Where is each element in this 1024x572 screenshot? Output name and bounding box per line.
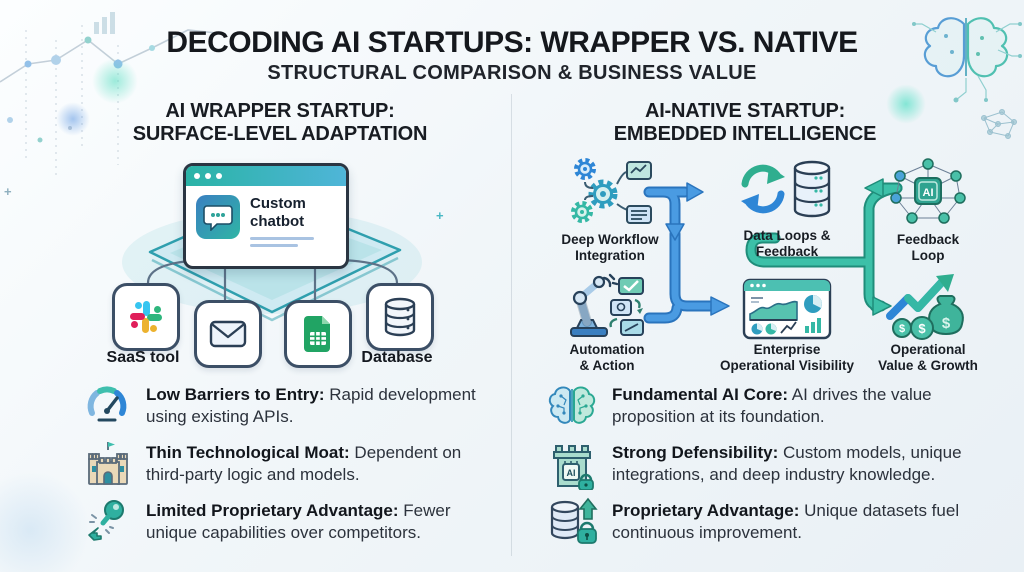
right-column-heading: AI-NATIVE STARTUP: EMBEDDED INTELLIGENCE bbox=[535, 100, 955, 146]
chatbot-label: Custom chatbot bbox=[250, 195, 306, 230]
bullet-limited-advantage bbox=[84, 497, 132, 550]
fortress-chip-label: AI bbox=[567, 468, 576, 478]
gauge-icon bbox=[87, 386, 127, 422]
secure-data-icon bbox=[550, 497, 598, 544]
node-label-line: Automation bbox=[569, 342, 645, 357]
node-label-operational-value: Operational Value & Growth bbox=[858, 342, 998, 373]
database-icon bbox=[384, 297, 416, 337]
left-heading-line2: SURFACE-LEVEL ADAPTATION bbox=[132, 123, 428, 145]
ai-fortress-icon: AI bbox=[553, 445, 594, 491]
bullet-body: Rapid development using existing APIs. bbox=[146, 385, 476, 426]
bullet-ai-core-text: Fundamental AI Core: AI drives the value… bbox=[612, 384, 1008, 428]
bullet-body: AI drives the value proposition at its f… bbox=[612, 385, 932, 426]
bullet-lead: Strong Defensibility: bbox=[612, 443, 779, 462]
node-label-line: Enterprise bbox=[753, 342, 821, 357]
spreadsheet-tool-box bbox=[284, 300, 352, 368]
decor-plus-1: + bbox=[4, 184, 12, 199]
growth-money-icon: $ $ $ bbox=[886, 274, 964, 340]
bullet-ai-core bbox=[548, 381, 596, 432]
bullet-thin-moat bbox=[84, 438, 132, 493]
window-text-line bbox=[250, 237, 314, 240]
window-dot bbox=[194, 173, 200, 179]
bullet-defensibility: AI bbox=[548, 438, 596, 495]
data-loops-icon bbox=[741, 160, 831, 218]
broken-key-icon bbox=[88, 500, 124, 541]
saas-tool-box bbox=[112, 283, 180, 351]
bullet-body: Unique datasets fuel continuous improvem… bbox=[612, 501, 960, 542]
node-label-line: Feedback bbox=[896, 232, 960, 247]
bullet-defensibility-text: Strong Defensibility: Custom models, uni… bbox=[612, 442, 1008, 486]
bullet-thin-moat-text: Thin Technological Moat: Dependent on th… bbox=[146, 442, 494, 486]
page-title: DECODING AI STARTUPS: WRAPPER VS. NATIVE bbox=[166, 26, 858, 59]
automation-robot-icon bbox=[570, 273, 644, 337]
brain-circuit-decoration bbox=[912, 17, 1022, 139]
node-label-line: Loop bbox=[911, 247, 945, 263]
dashboard-icon bbox=[742, 278, 832, 340]
right-heading-line1: AI-NATIVE STARTUP: bbox=[644, 100, 846, 122]
bullet-limited-advantage-text: Limited Proprietary Advantage: Fewer uni… bbox=[146, 500, 494, 544]
ai-chip-label: AI bbox=[923, 187, 934, 199]
bullet-low-barriers bbox=[84, 381, 130, 432]
chat-bubble-icon bbox=[196, 195, 240, 239]
database-label: Database bbox=[361, 349, 433, 366]
bullet-body: Custom models, unique integrations, and … bbox=[612, 443, 962, 484]
node-label-deep-workflow: Deep Workflow Integration bbox=[540, 232, 680, 263]
bullet-body: Fewer unique capabilities over competito… bbox=[146, 501, 451, 542]
node-label-automation: Automation & Action bbox=[537, 342, 677, 373]
node-label-line: Integration bbox=[575, 247, 645, 263]
slack-icon bbox=[130, 301, 162, 333]
decor-glow-bottom-left bbox=[0, 470, 90, 572]
email-tool-box bbox=[194, 300, 262, 368]
feedback-loop-icon: AI bbox=[890, 158, 966, 224]
node-label-data-loops: Data Loops & Feedback bbox=[707, 228, 867, 259]
window-text-line bbox=[250, 244, 298, 247]
node-label-line: & Action bbox=[579, 357, 635, 373]
bullet-low-barriers-text: Low Barriers to Entry: Rapid development… bbox=[146, 384, 494, 428]
bullet-proprietary bbox=[548, 497, 600, 550]
column-divider bbox=[511, 94, 512, 556]
chatbot-window: Custom chatbot bbox=[183, 163, 349, 269]
window-titlebar bbox=[186, 166, 346, 186]
spreadsheet-icon bbox=[304, 316, 330, 352]
bullet-proprietary-text: Proprietary Advantage: Unique datasets f… bbox=[612, 500, 1008, 544]
bullet-lead: Fundamental AI Core: bbox=[612, 385, 788, 404]
database-tool-box bbox=[366, 283, 434, 351]
coin-dollar: $ bbox=[918, 321, 926, 336]
email-icon bbox=[209, 320, 247, 348]
ai-brain-icon bbox=[548, 386, 596, 424]
bullet-lead: Thin Technological Moat: bbox=[146, 443, 350, 462]
coin-dollar: $ bbox=[899, 323, 905, 335]
node-label-line: Value & Growth bbox=[878, 357, 978, 373]
left-column-heading: AI WRAPPER STARTUP: SURFACE-LEVEL ADAPTA… bbox=[70, 100, 490, 146]
moneybag-dollar: $ bbox=[942, 315, 951, 332]
node-label-line: Operational bbox=[890, 342, 966, 357]
decor-plus-2: + bbox=[436, 208, 444, 223]
node-label-line: Operational Visibility bbox=[719, 357, 855, 373]
bullet-body: Dependent on third-party logic and model… bbox=[146, 443, 462, 484]
left-heading-line1: AI WRAPPER STARTUP: bbox=[165, 100, 395, 122]
workflow-gears-icon bbox=[571, 158, 652, 224]
window-dot bbox=[205, 173, 211, 179]
saas-tool-label: SaaS tool bbox=[106, 349, 180, 366]
bullet-lead: Proprietary Advantage: bbox=[612, 501, 800, 520]
castle-icon bbox=[88, 442, 128, 485]
window-dot bbox=[216, 173, 222, 179]
bullet-lead: Low Barriers to Entry: bbox=[146, 385, 325, 404]
flow-pipes bbox=[643, 178, 903, 324]
node-label-line: Deep Workflow bbox=[561, 232, 659, 247]
page-subtitle: STRUCTURAL COMPARISON & BUSINESS VALUE bbox=[267, 62, 757, 84]
right-heading-line2: EMBEDDED INTELLIGENCE bbox=[613, 123, 877, 145]
node-label-line: Feedback bbox=[755, 243, 819, 259]
node-label-line: Data Loops & bbox=[743, 228, 831, 243]
node-label-enterprise: Enterprise Operational Visibility bbox=[697, 342, 877, 373]
node-label-feedback-loop: Feedback Loop bbox=[858, 232, 998, 263]
bullet-lead: Limited Proprietary Advantage: bbox=[146, 501, 399, 520]
